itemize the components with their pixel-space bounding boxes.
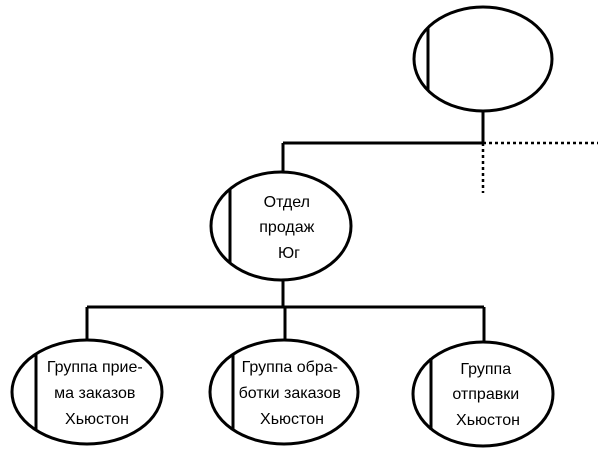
node-shipping-line-2: отправки <box>452 386 519 403</box>
node-order-receipt-label: Группа прие- ма заказов Хьюстон <box>47 359 147 428</box>
connectors <box>85 111 486 342</box>
node-dept: Отдел продаж Юг <box>209 170 353 282</box>
node-top <box>412 5 554 113</box>
node-order-processing-line-3: Хьюстон <box>260 411 324 428</box>
dotted-connectors <box>481 141 598 193</box>
node-dept-line-3: Юг <box>278 245 300 262</box>
node-shipping-line-3: Хьюстон <box>456 412 520 429</box>
node-shipping-line-1: Группа <box>460 361 511 378</box>
node-order-processing-line-2: ботки заказов <box>239 385 341 402</box>
node-order-receipt: Группа прие- ма заказов Хьюстон <box>10 338 164 446</box>
node-order-receipt-line-2: ма заказов <box>54 385 135 402</box>
node-order-processing-line-1: Группа обра- <box>242 359 338 376</box>
node-shipping-label: Группа отправки Хьюстон <box>452 361 523 429</box>
node-order-processing: Группа обра- ботки заказов Хьюстон <box>208 338 360 446</box>
node-order-processing-label: Группа обра- ботки заказов Хьюстон <box>239 359 346 428</box>
node-dept-line-1: Отдел <box>264 194 310 211</box>
node-shipping: Группа отправки Хьюстон <box>411 340 555 448</box>
node-order-receipt-line-3: Хьюстон <box>65 411 129 428</box>
node-dept-line-2: продаж <box>259 219 314 236</box>
node-order-receipt-line-1: Группа прие- <box>47 359 143 376</box>
node-dept-label: Отдел продаж Юг <box>259 194 319 262</box>
